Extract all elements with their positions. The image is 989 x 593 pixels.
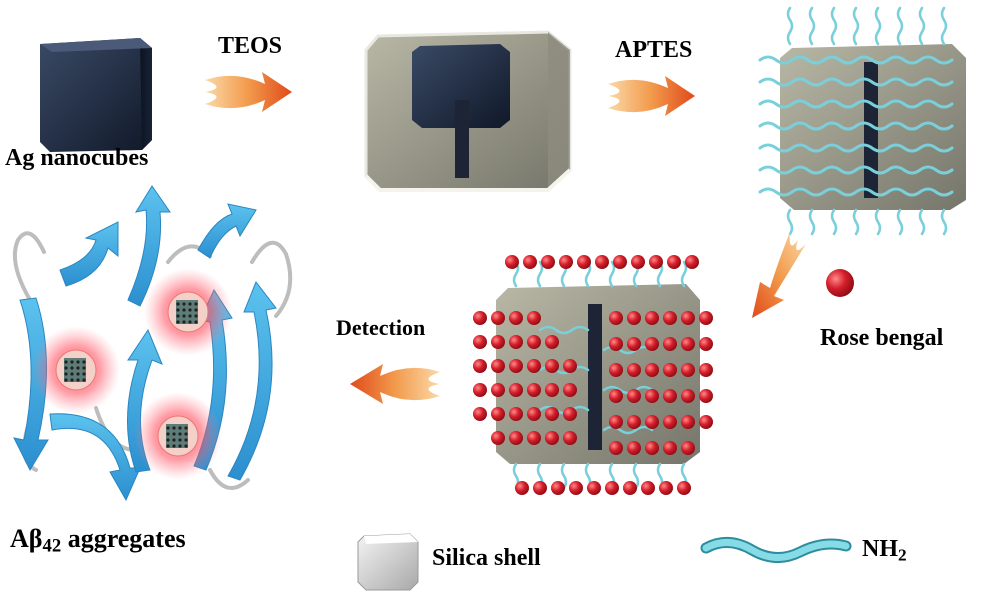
glowing-nanoparticle — [144, 268, 232, 356]
rose-bengal-top-row — [505, 255, 699, 269]
nh2-ligand-icon — [700, 537, 852, 563]
abeta-suffix: aggregates — [61, 524, 186, 553]
aptes-functionalized-cube — [758, 6, 966, 236]
rose-bengal-bottom-row — [515, 481, 691, 495]
ag-nanocubes-label: Ag nanocubes — [5, 145, 149, 171]
abeta-subscript: 42 — [42, 535, 62, 557]
silica-shell-label: Silica shell — [432, 545, 541, 571]
detection-label: Detection — [336, 315, 426, 340]
rose-bengal-right-face — [609, 311, 713, 455]
glowing-nanoparticle — [134, 392, 222, 480]
glowing-nanoparticle — [32, 326, 120, 414]
aptes-label: APTES — [615, 37, 693, 63]
flame-arrow-icon — [350, 364, 440, 404]
flame-arrow-icon — [752, 232, 806, 318]
rose-bengal-molecule — [826, 269, 854, 297]
rose-bengal-left-face — [473, 311, 577, 445]
rose-bengal-label: Rose bengal — [820, 325, 944, 351]
abeta-aggregates — [12, 185, 293, 502]
nh2-subscript: 2 — [898, 545, 907, 565]
nh2-label: NH2 — [862, 536, 907, 565]
flame-arrow-icon — [205, 72, 292, 112]
flame-arrow-icon — [608, 76, 695, 116]
abeta-aggregates-label: Aβ42 aggregates — [10, 524, 186, 558]
ag-nanocube — [40, 38, 152, 152]
teos-label: TEOS — [218, 33, 283, 59]
nh2-symbol: NH — [862, 536, 898, 562]
rose-bengal-loaded-cube — [473, 255, 713, 495]
ag-silica-cube — [364, 30, 572, 192]
abeta-symbol: Aβ — [10, 524, 43, 553]
silica-shell-icon — [357, 533, 419, 591]
